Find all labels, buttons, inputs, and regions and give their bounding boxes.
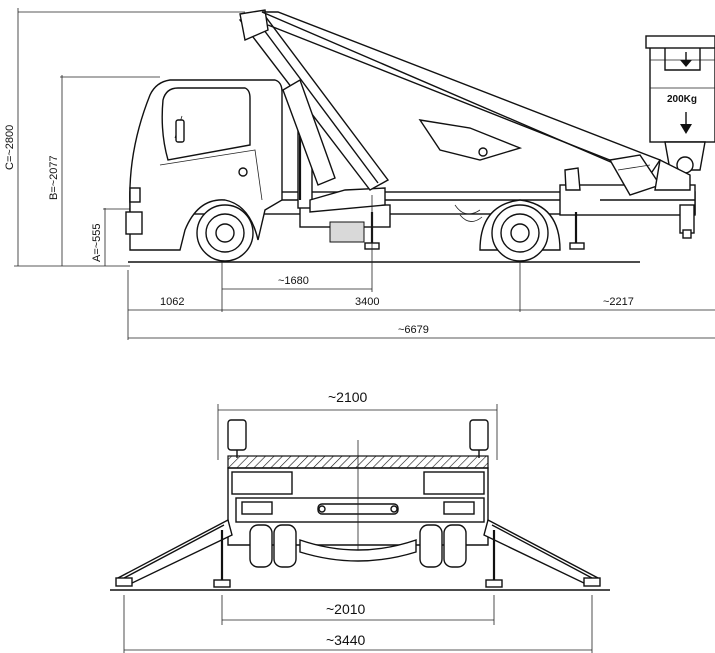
- dim-2217-label: ~2217: [603, 296, 634, 308]
- right-outrigger: [483, 518, 601, 588]
- front-wheel-left-outer: [249, 524, 273, 568]
- dim-1062-label: 1062: [160, 296, 184, 308]
- height-a-label: A=~555: [91, 223, 103, 262]
- aerial-basket: 200Kg: [645, 35, 715, 191]
- dim-3440-label: ~3440: [326, 632, 366, 648]
- left-outrigger: [115, 518, 233, 588]
- truck-cab: [125, 79, 283, 251]
- right-lamp: [469, 419, 489, 451]
- lower-boom: [238, 9, 390, 191]
- height-c-label: C=~2800: [4, 125, 16, 170]
- side-view: C=~2800 B=~2077 A=~555: [4, 8, 715, 340]
- front-wheel-left-inner: [273, 524, 297, 568]
- dim-2010-label: ~2010: [326, 601, 366, 617]
- height-dimensions: C=~2800 B=~2077 A=~555: [4, 8, 245, 267]
- front-wheel: [196, 204, 254, 262]
- left-lamp: [227, 419, 247, 451]
- front-view: ~2100: [110, 389, 610, 653]
- upper-boom: [261, 11, 662, 196]
- height-b-label: B=~2077: [48, 155, 60, 200]
- front-wheel-right-outer: [443, 524, 467, 568]
- basket-load-label: 200Kg: [667, 94, 697, 105]
- front-wheel-right-inner: [419, 524, 443, 568]
- dim-2100-label: ~2100: [328, 389, 368, 405]
- length-dimensions: ~1680 1062 3400 ~2217 ~6679: [127, 195, 715, 340]
- dim-3400-label: 3400: [355, 296, 379, 308]
- dim-6679-label: ~6679: [398, 324, 429, 336]
- dim-1680-label: ~1680: [278, 275, 309, 287]
- rear-wheel: [479, 199, 561, 262]
